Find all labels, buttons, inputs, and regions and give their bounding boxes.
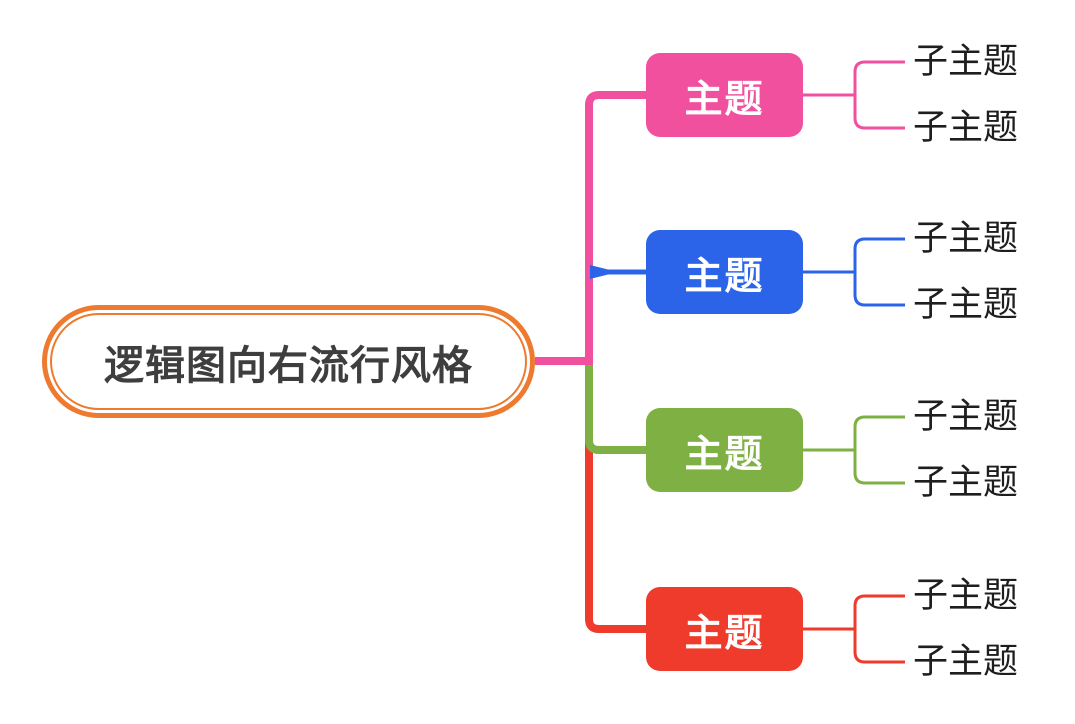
branch-connector-topic-3 <box>585 359 646 454</box>
topic-node-1-label: 主题 <box>684 78 765 121</box>
topic-node-1[interactable]: 主题 <box>646 53 803 137</box>
subtopic-label-4-1[interactable]: 子主题 <box>913 576 1019 615</box>
subtopic-connector-topic-1 <box>800 60 905 130</box>
topic-node-2[interactable]: 主题 <box>646 230 803 314</box>
subtopic-label-2-2[interactable]: 子主题 <box>913 285 1019 324</box>
subtopic-label-2-1[interactable]: 子主题 <box>913 219 1019 258</box>
topic-node-3[interactable]: 主题 <box>646 408 803 492</box>
topic-node-4[interactable]: 主题 <box>646 587 803 671</box>
subtopic-label-3-2[interactable]: 子主题 <box>913 463 1019 502</box>
root-topic-inner-border: 逻辑图向右流行风格 <box>50 313 527 410</box>
topic-node-3-label: 主题 <box>684 433 765 476</box>
branch-connector-topic-1 <box>535 91 646 365</box>
topic-node-4-label: 主题 <box>684 612 765 655</box>
root-topic-label: 逻辑图向右流行风格 <box>104 343 473 388</box>
subtopic-connector-topic-2 <box>800 237 905 307</box>
subtopic-label-1-1[interactable]: 子主题 <box>913 42 1019 81</box>
subtopic-label-4-2[interactable]: 子主题 <box>913 642 1019 681</box>
branch-connector-topic-4 <box>585 438 646 633</box>
subtopic-connector-topic-4 <box>800 594 905 664</box>
root-topic-node[interactable]: 逻辑图向右流行风格 <box>42 305 535 418</box>
topic-node-2-label: 主题 <box>684 255 765 298</box>
subtopic-label-1-2[interactable]: 子主题 <box>913 108 1019 147</box>
subtopic-connector-topic-3 <box>800 415 905 485</box>
subtopic-label-3-1[interactable]: 子主题 <box>913 397 1019 436</box>
